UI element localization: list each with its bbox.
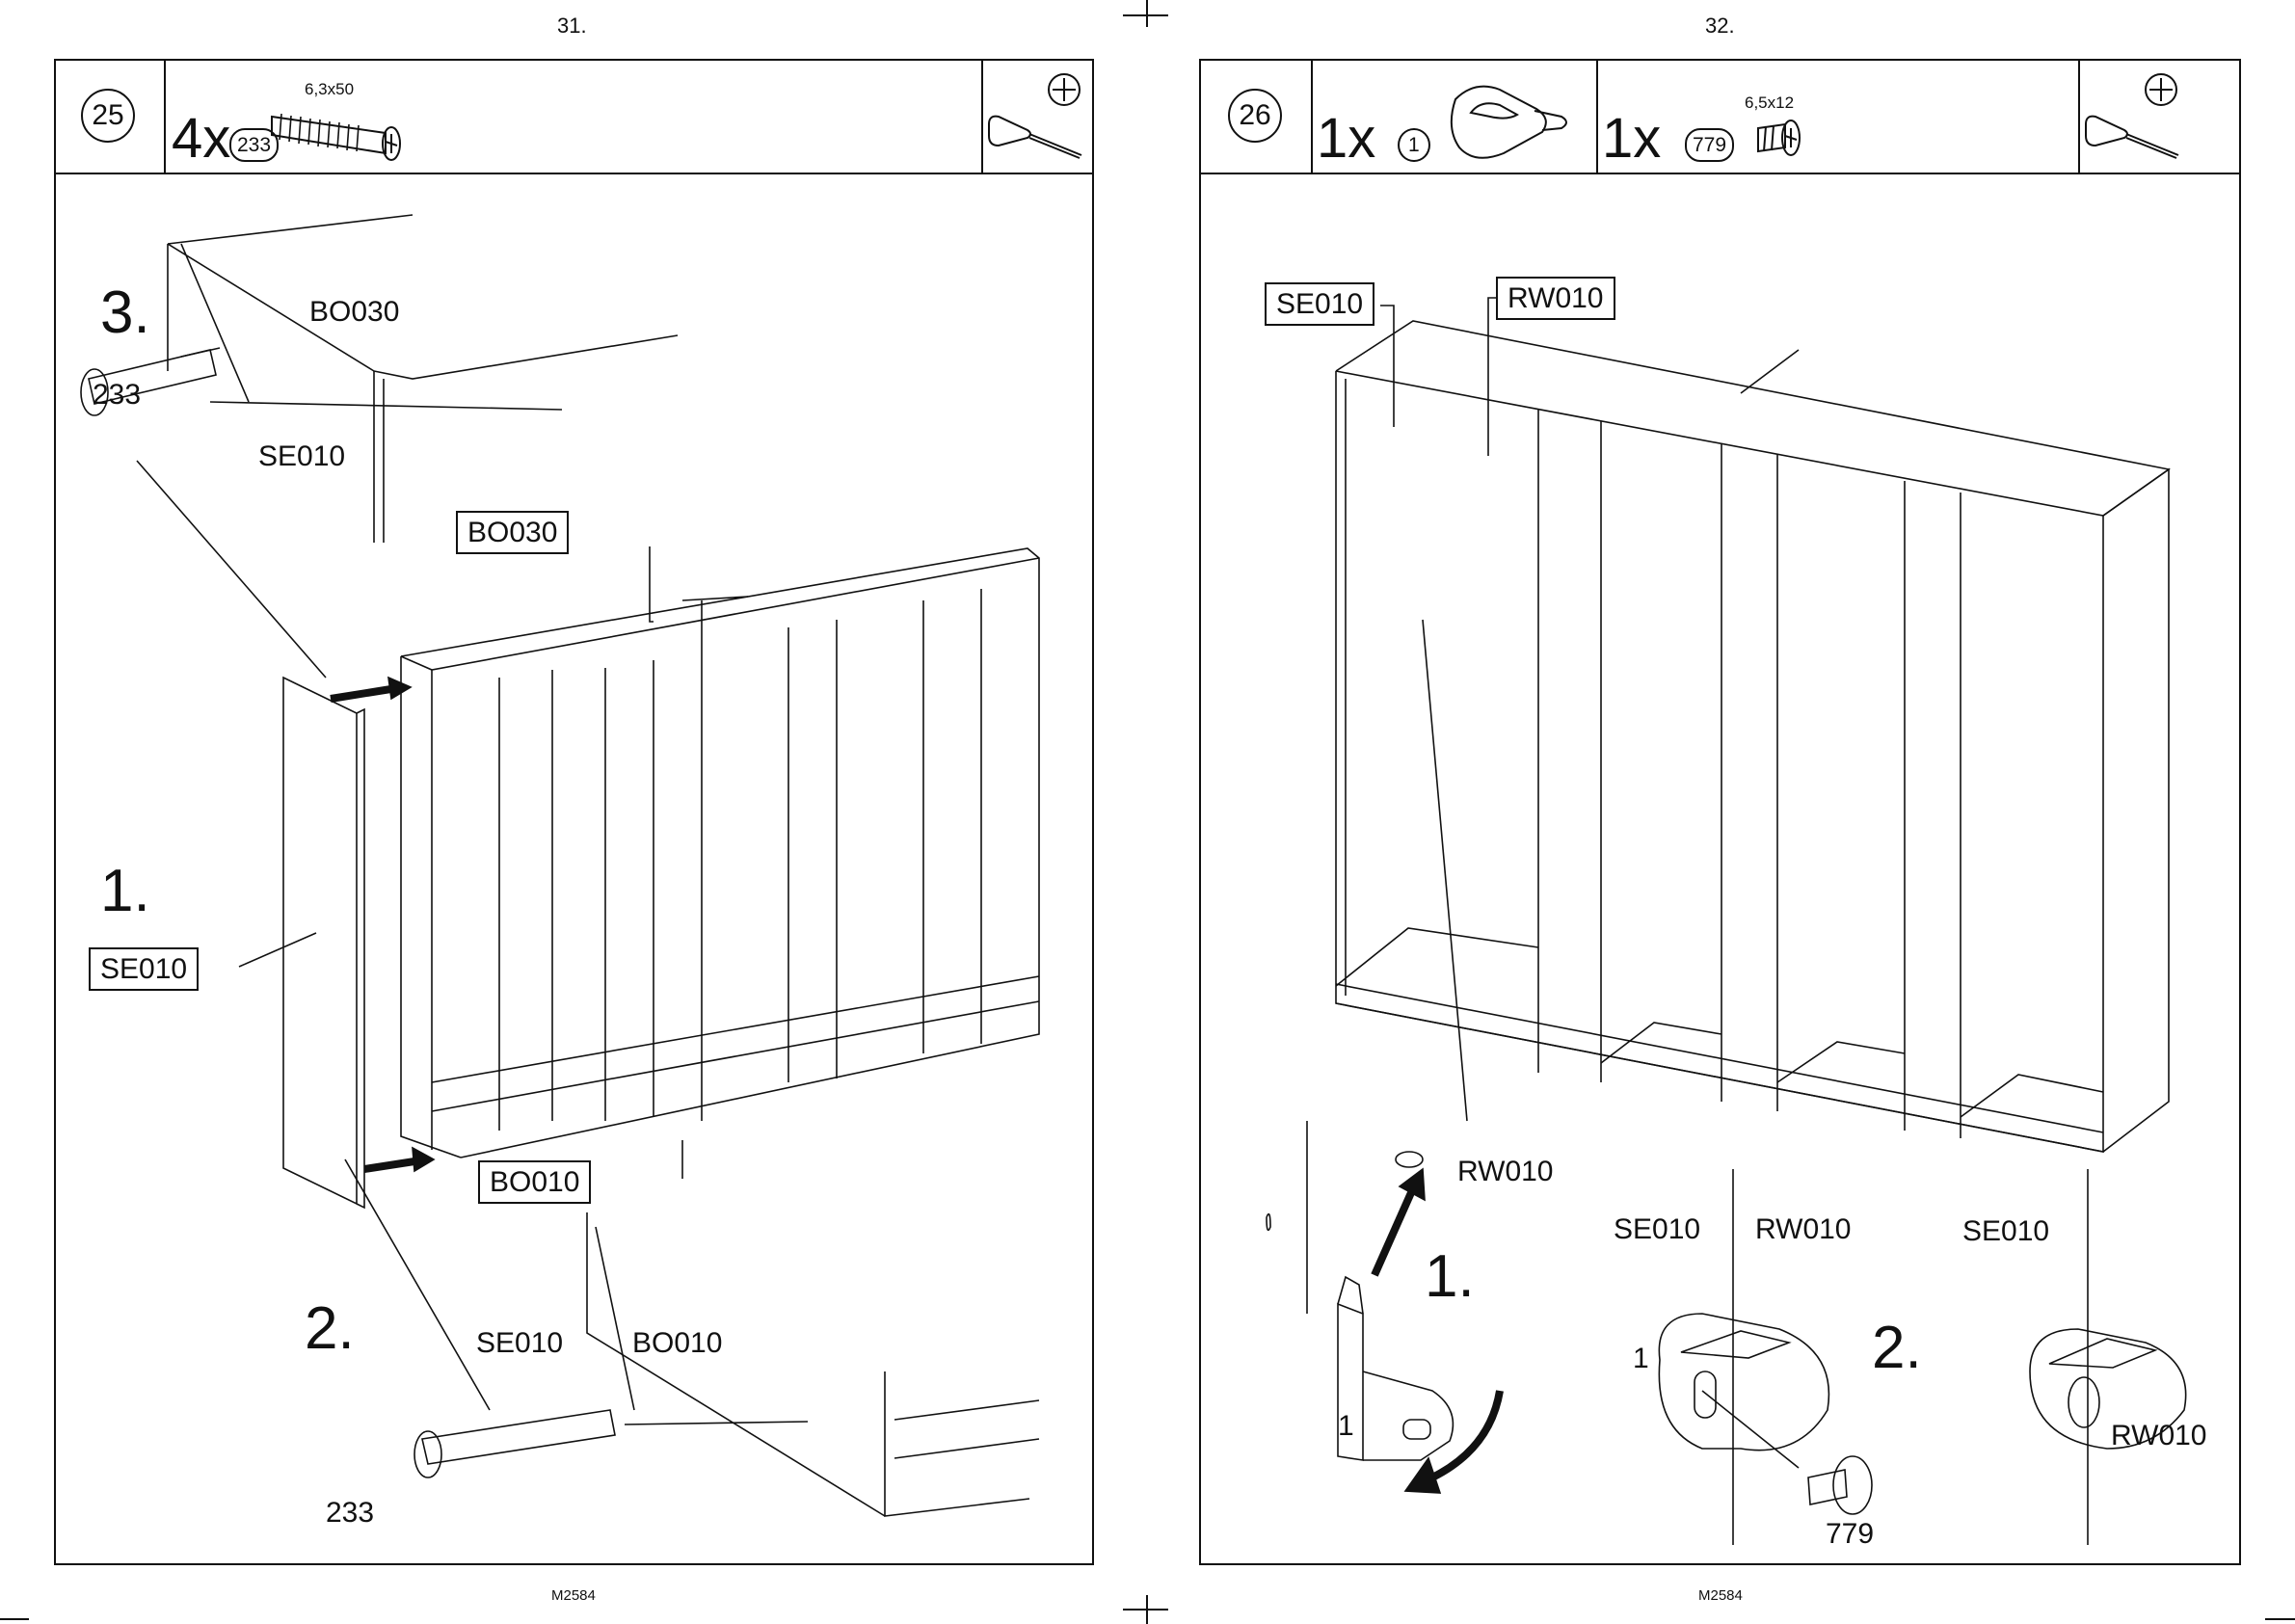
label-se010-detail3: SE010 [1962, 1215, 2049, 1248]
label-779-detail2: 779 [1826, 1518, 1874, 1551]
label-bo010-bottom: BO010 [632, 1327, 722, 1360]
step-2-number: 2. [1872, 1314, 1922, 1382]
step-panel-25: 25 4x 233 6,3x50 [54, 59, 1094, 1565]
label-se010-detail2: SE010 [1614, 1213, 1700, 1246]
label-rw010-detail1: RW010 [1457, 1156, 1554, 1188]
label-bo010-boxed: BO010 [478, 1160, 591, 1204]
label-rw010-detail3: RW010 [2111, 1420, 2207, 1452]
label-233-top: 233 [93, 379, 141, 412]
label-233-bottom: 233 [326, 1497, 374, 1530]
page-number-right: 32. [1705, 13, 1735, 39]
label-se010-top: SE010 [258, 440, 345, 473]
label-rw010-boxed: RW010 [1496, 277, 1615, 320]
footer-code-right: M2584 [1698, 1587, 1743, 1604]
footer-code-left: M2584 [551, 1587, 596, 1604]
label-part-1-detail1: 1 [1338, 1410, 1354, 1443]
label-bo030-top: BO030 [309, 296, 399, 329]
label-se010-boxed: SE010 [89, 947, 199, 991]
step-1-number: 1. [1425, 1242, 1475, 1311]
step-panel-26: 26 1x 1 1x 779 6,5x12 [1199, 59, 2241, 1565]
label-se010-boxed: SE010 [1265, 282, 1374, 326]
step-2-number: 2. [305, 1294, 355, 1363]
page-number-left: 31. [557, 13, 587, 39]
label-rw010-detail2: RW010 [1755, 1213, 1852, 1246]
label-bo030-boxed: BO030 [456, 511, 569, 554]
label-part-1-detail2: 1 [1633, 1343, 1649, 1375]
label-se010-bottom: SE010 [476, 1327, 563, 1360]
step-1-number: 1. [100, 857, 150, 925]
step-3-number: 3. [100, 279, 150, 347]
assembly-illustration [56, 61, 1096, 1567]
